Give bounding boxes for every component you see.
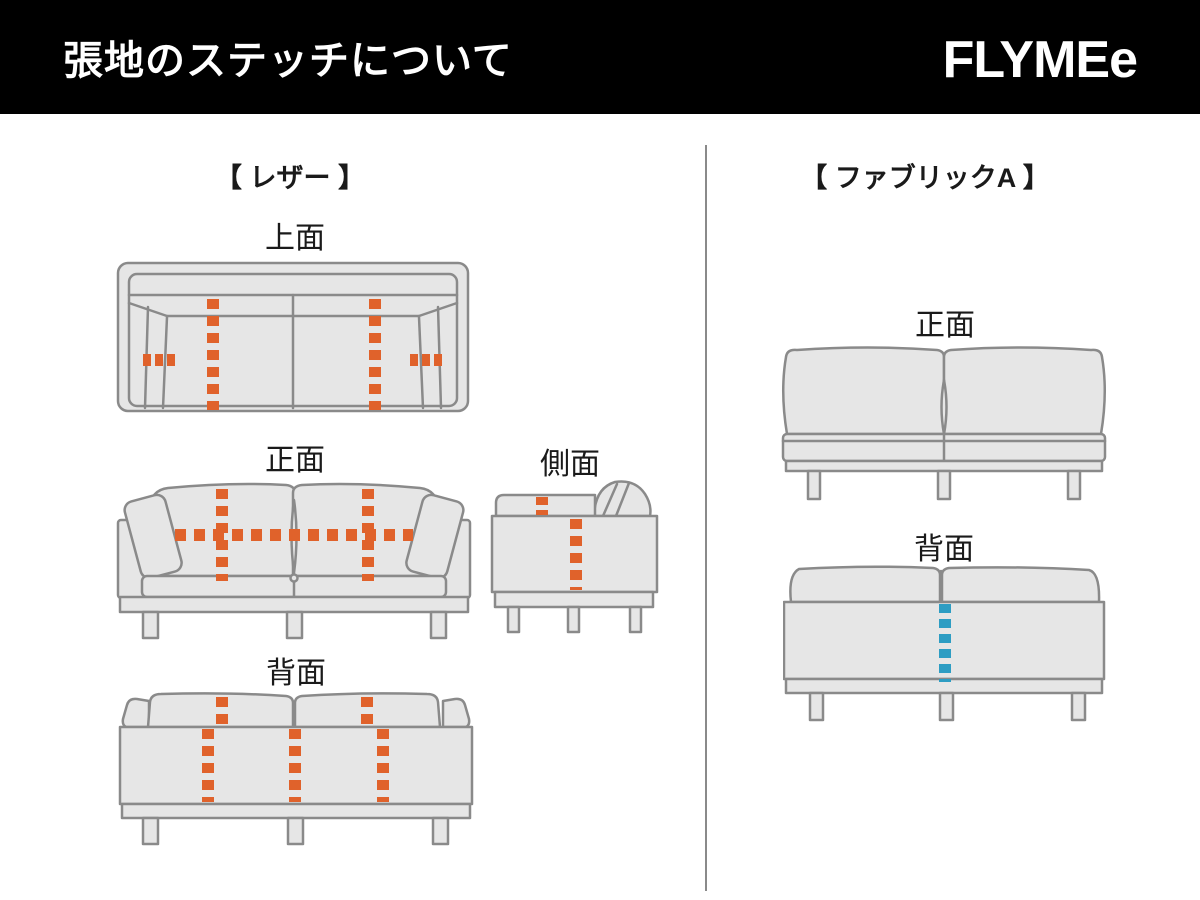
- view-label-leather-top: 上面: [265, 222, 325, 255]
- view-label-fabric-front: 正面: [915, 309, 975, 342]
- fabric-a-section-title: 【 ファブリックA 】: [800, 163, 1050, 193]
- sofa-outline: [783, 565, 1106, 722]
- flymee-logo: FLYMEe: [942, 31, 1138, 89]
- view-label-leather-side: 側面: [540, 448, 600, 481]
- view-label-leather-front: 正面: [265, 444, 325, 477]
- sofa-outline: [781, 346, 1107, 501]
- page-title: 張地のステッチについて: [63, 39, 513, 83]
- leather-stitch-lines: [202, 697, 389, 802]
- leather-front-view-diagram: [116, 482, 472, 640]
- leather-stitch-lines: [143, 299, 443, 410]
- leather-back-view-diagram: [118, 692, 474, 846]
- leather-top-view-diagram: [116, 261, 470, 413]
- leather-side-view-diagram: [490, 480, 659, 634]
- view-label-fabric-back: 背面: [914, 533, 974, 566]
- sofa-outline: [116, 261, 470, 413]
- fabric-back-view-diagram: [783, 565, 1106, 722]
- sofa-outline: [118, 692, 474, 846]
- leather-stitch-lines: [175, 489, 413, 581]
- fabric-front-view-diagram: [781, 346, 1107, 501]
- view-label-leather-back: 背面: [266, 657, 326, 690]
- leather-stitch-lines: [536, 497, 582, 590]
- header-bar: 張地のステッチについて FLYMEe: [0, 0, 1200, 114]
- leather-section-title: 【 レザー 】: [214, 163, 365, 193]
- column-divider: [705, 145, 707, 891]
- sofa-outline: [490, 480, 659, 634]
- sofa-outline: [116, 482, 472, 640]
